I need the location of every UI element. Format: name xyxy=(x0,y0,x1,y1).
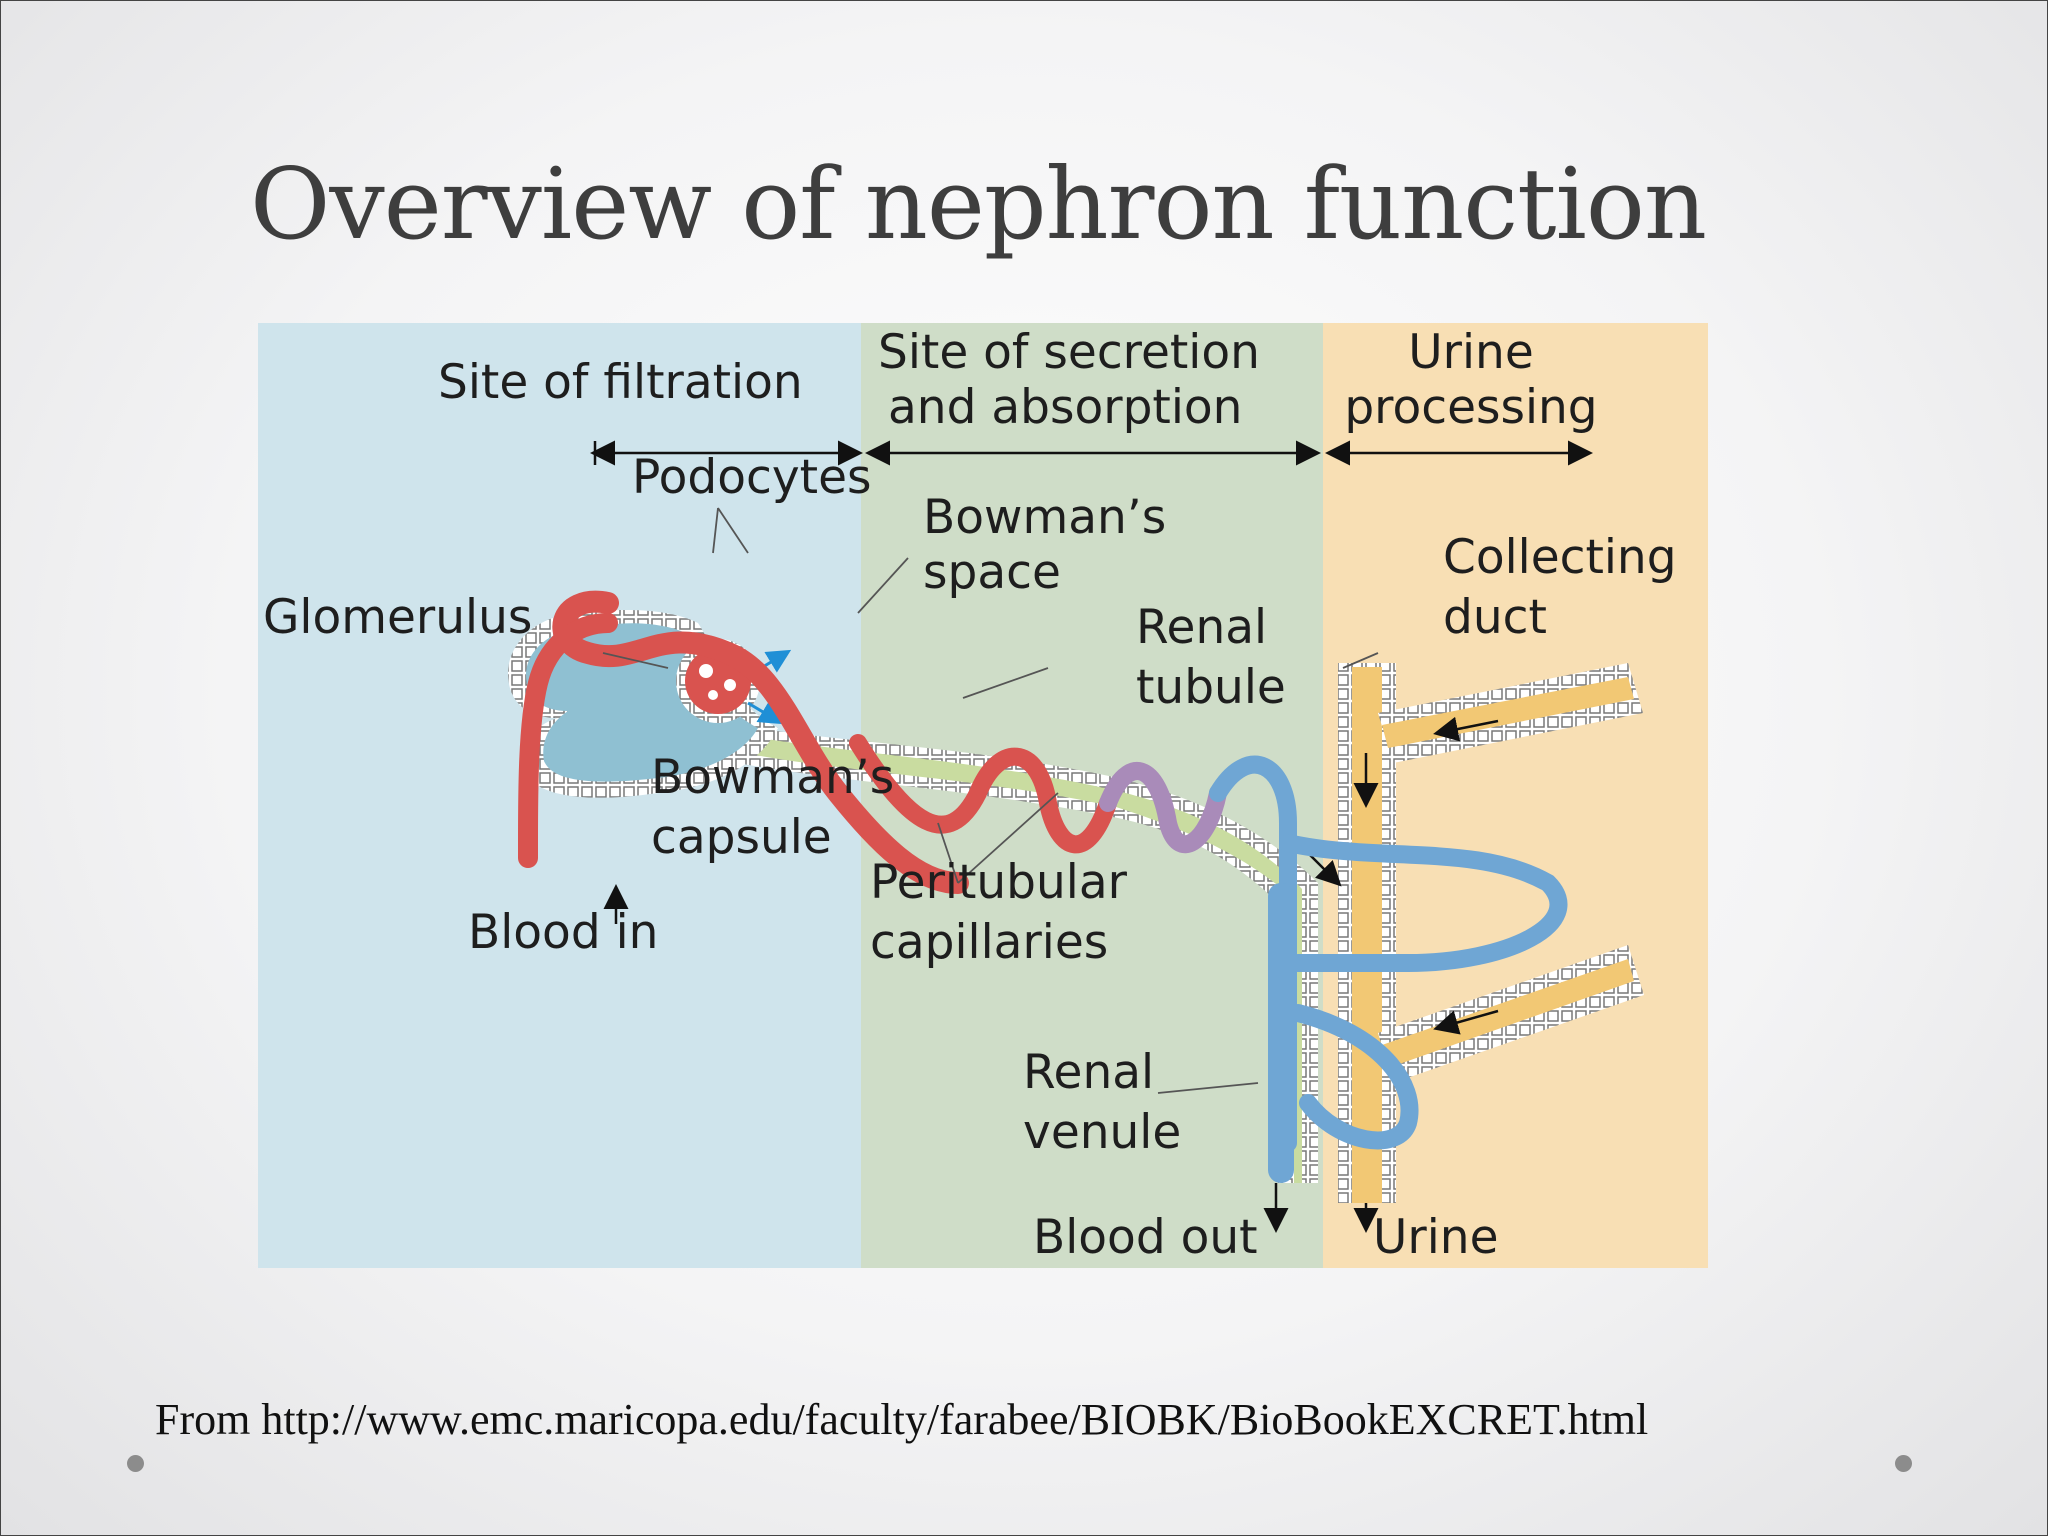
renal-venule xyxy=(1263,883,1294,1233)
label-site-of-filtration: Site of filtration xyxy=(438,355,803,410)
label-renal-venule-2: venule xyxy=(1023,1105,1181,1160)
nephron-figure-svg: Site of filtration Site of secretion and… xyxy=(258,323,1708,1268)
label-renal-tubule-2: tubule xyxy=(1136,660,1286,715)
label-blood-in: Blood in xyxy=(468,905,658,960)
label-bowmans-space-2: space xyxy=(923,545,1061,600)
label-urine-processing-1: Urine xyxy=(1408,325,1534,380)
label-collecting-duct-2: duct xyxy=(1443,590,1547,645)
label-renal-tubule-1: Renal xyxy=(1136,600,1267,655)
pointer-lines xyxy=(602,507,1379,1094)
zone-filtration xyxy=(258,323,861,1268)
label-peritubular-1: Peritubular xyxy=(870,855,1128,910)
decorative-dot-right xyxy=(1895,1455,1912,1472)
nephron-diagram: Site of filtration Site of secretion and… xyxy=(258,323,1708,1268)
zone-range-arrows xyxy=(590,440,1593,466)
label-peritubular-2: capillaries xyxy=(870,915,1108,970)
label-bowmans-capsule-2: capsule xyxy=(651,810,832,865)
label-bowmans-space-1: Bowman’s xyxy=(923,490,1166,545)
decorative-dot-left xyxy=(127,1455,144,1472)
diagram-labels: Site of filtration Site of secretion and… xyxy=(263,325,1677,1265)
collecting-duct xyxy=(1338,663,1644,1233)
afferent-arteriole xyxy=(518,590,969,924)
label-site-of-secretion-1: Site of secretion xyxy=(878,325,1260,380)
slide-title: Overview of nephron function xyxy=(250,148,1707,262)
label-site-of-secretion-2: and absorption xyxy=(888,380,1242,435)
label-renal-venule-1: Renal xyxy=(1023,1045,1154,1100)
label-bowmans-capsule-1: Bowman’s xyxy=(651,750,894,805)
label-podocytes: Podocytes xyxy=(632,450,872,505)
label-blood-out: Blood out xyxy=(1033,1210,1258,1265)
label-urine: Urine xyxy=(1373,1210,1499,1265)
source-citation: From http://www.emc.maricopa.edu/faculty… xyxy=(155,1395,1649,1444)
label-urine-processing-2: processing xyxy=(1344,380,1597,435)
label-collecting-duct-1: Collecting xyxy=(1443,530,1677,585)
label-glomerulus: Glomerulus xyxy=(263,590,532,645)
peritubular-capillaries xyxy=(849,734,1568,1152)
